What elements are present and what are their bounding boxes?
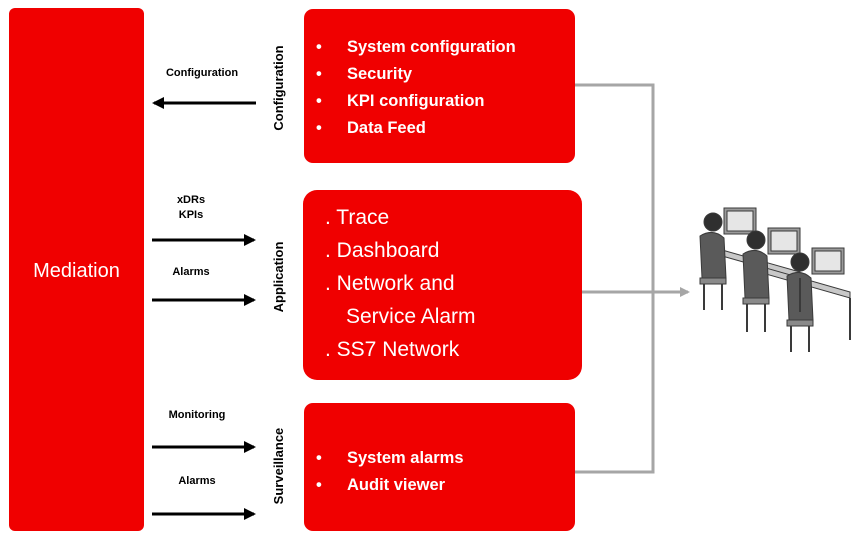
monitoring-arrow-label: Monitoring xyxy=(168,409,226,421)
xdrs-arrow-label: xDRs xyxy=(176,194,206,206)
list-item: . Dashboard xyxy=(325,239,440,262)
list-item: . Trace xyxy=(325,206,390,229)
bullet-icon: • xyxy=(316,449,322,467)
bullet-icon: • xyxy=(316,476,322,494)
application-list: . Trace . Dashboard . Network and Servic… xyxy=(325,204,476,369)
kpis-arrow-label: KPIs xyxy=(178,209,204,221)
bullet-icon: • xyxy=(316,38,322,56)
configuration-arrow-label: Configuration xyxy=(165,67,239,79)
surveillance-connector xyxy=(575,292,655,474)
bullet-icon: • xyxy=(316,119,322,137)
config-connector xyxy=(575,83,655,292)
surveillance-alarms-arrow-label: Alarms xyxy=(178,475,216,487)
mediation-box: Mediation xyxy=(9,8,144,531)
list-item: . SS7 Network xyxy=(325,338,460,361)
mediation-label: Mediation xyxy=(33,260,120,282)
alarms-arrow-label: Alarms xyxy=(172,266,210,278)
bullet-icon: • xyxy=(316,92,322,110)
application-box: . Trace . Dashboard . Network and Servic… xyxy=(303,190,582,380)
configuration-box: •System configuration •Security •KPI con… xyxy=(304,9,575,163)
list-item: . Network and xyxy=(325,272,455,295)
bullet-icon: • xyxy=(316,65,322,83)
surveillance-box: •System alarms •Audit viewer xyxy=(304,403,575,531)
list-item: Service Alarm xyxy=(346,305,476,328)
